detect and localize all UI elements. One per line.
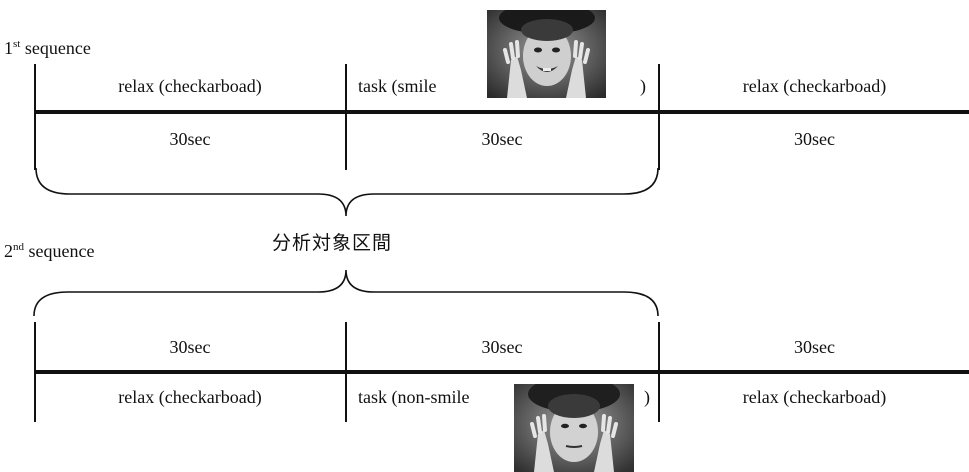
seq1-tick-2 <box>658 64 660 170</box>
seq2-duration-3: 30sec <box>794 337 835 357</box>
sequence-2-word: sequence <box>28 241 95 261</box>
sequence-1-label: 1st sequence <box>4 33 91 59</box>
seq2-task-close-paren: ) <box>644 387 650 407</box>
seq2-timeline <box>34 370 969 374</box>
neutral-face-photo <box>514 384 634 472</box>
sequence-1-ordinal: st <box>13 38 21 50</box>
analysis-brace-bottom <box>33 269 659 317</box>
analysis-interval-label: 分析対象区間 <box>272 232 393 254</box>
seq2-duration-1: 30sec <box>169 337 211 357</box>
seq1-tick-start <box>34 64 36 170</box>
seq1-duration-1: 30sec <box>169 129 211 149</box>
seq1-relax-1-label: relax (checkarboad) <box>118 76 262 96</box>
seq1-timeline <box>34 110 969 114</box>
analysis-brace-top <box>35 167 659 217</box>
seq2-relax-2-label: relax (checkarboad) <box>742 387 887 407</box>
seq2-duration-2: 30sec <box>481 337 523 357</box>
seq1-relax-2-label: relax (checkarboad) <box>742 76 887 96</box>
seq1-duration-2: 30sec <box>481 129 523 149</box>
smiling-face-photo <box>487 10 606 98</box>
seq2-relax-1-label: relax (checkarboad) <box>118 387 262 407</box>
sequence-2-label: 2nd sequence <box>4 236 94 262</box>
sequence-1-word: sequence <box>24 38 91 58</box>
seq1-task-smile-label: task (smile <box>358 76 437 96</box>
sequence-2-ordinal: nd <box>13 241 24 253</box>
seq1-tick-1 <box>345 64 347 170</box>
seq1-duration-3: 30sec <box>794 129 835 149</box>
sequence-2-number: 2 <box>4 241 13 261</box>
smiling-face-image <box>487 10 606 98</box>
neutral-face-image <box>514 384 634 472</box>
sequence-1-number: 1 <box>4 38 13 58</box>
seq1-task-close-paren: ) <box>640 76 646 96</box>
seq2-task-non-smile-label: task (non-smile <box>358 387 470 407</box>
